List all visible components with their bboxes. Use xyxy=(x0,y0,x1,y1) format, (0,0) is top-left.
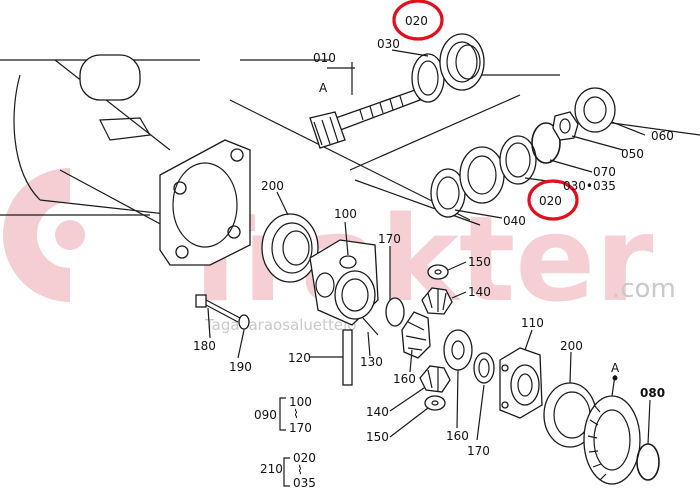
callout-040: 040 xyxy=(503,214,526,228)
callout-210: 210 xyxy=(260,462,283,476)
range-210-from: 020 xyxy=(293,451,316,465)
callout-100: 100 xyxy=(334,207,357,221)
bolt-180 xyxy=(195,294,250,330)
callout-190: 190 xyxy=(229,360,252,374)
range-210-to: 035 xyxy=(293,476,316,490)
diff-case-100 xyxy=(309,239,379,326)
axle-housing xyxy=(0,54,200,241)
washer-170-left xyxy=(385,297,405,327)
callout-140-top: 140 xyxy=(468,285,491,299)
ref-a-top: A xyxy=(319,81,328,95)
callout-170-right: 170 xyxy=(467,444,490,458)
range-090-from: 100 xyxy=(289,395,312,409)
range-090-sep: ⌇ xyxy=(293,407,299,421)
callout-020-mid: 020 xyxy=(539,194,562,208)
callout-200-left: 200 xyxy=(261,179,284,193)
pinion-shaft xyxy=(309,89,421,149)
callout-120: 120 xyxy=(288,351,311,365)
flange-110 xyxy=(499,347,543,419)
callout-090: 090 xyxy=(254,408,277,422)
callout-030-035: 030•035 xyxy=(563,179,616,193)
housing-flange xyxy=(159,139,251,266)
callout-200-right: 200 xyxy=(560,339,583,353)
callout-150-bottom: 150 xyxy=(366,430,389,444)
bearing-200-left xyxy=(261,213,319,283)
pin-130 xyxy=(362,317,379,336)
callout-170-left: 170 xyxy=(378,232,401,246)
washer-170-right xyxy=(473,352,495,384)
callout-180: 180 xyxy=(193,339,216,353)
seal-060 xyxy=(574,87,616,133)
bearing-020-top xyxy=(439,33,485,91)
callout-110: 110 xyxy=(521,316,544,330)
gear-160-left xyxy=(401,311,431,359)
gear-140-bottom xyxy=(419,365,451,393)
highlight-020-top xyxy=(392,0,444,41)
range-090-to: 170 xyxy=(289,421,312,435)
range-210-sep: ⌇ xyxy=(297,463,303,477)
callout-030: 030 xyxy=(377,37,400,51)
nut-050 xyxy=(552,111,579,141)
callout-010: 010 xyxy=(313,51,336,65)
callout-060: 060 xyxy=(651,129,674,143)
watermark-tld: .com xyxy=(612,274,676,304)
washer-150-bottom xyxy=(424,395,446,411)
circlip-070 xyxy=(531,122,561,164)
callout-050: 050 xyxy=(621,147,644,161)
callout-130: 130 xyxy=(360,355,383,369)
callout-070: 070 xyxy=(593,165,616,179)
callout-080: 080 xyxy=(640,386,665,400)
gear-140-top xyxy=(421,287,453,315)
callout-150-top: 150 xyxy=(468,255,491,269)
callout-140-bottom: 140 xyxy=(366,405,389,419)
watermark-brand: Trakter xyxy=(175,190,653,328)
gear-160-right xyxy=(443,329,473,371)
highlight-020-mid xyxy=(527,179,579,221)
callout-020-top: 020 xyxy=(405,14,428,28)
callout-160-right: 160 xyxy=(446,429,469,443)
washer-150-top xyxy=(427,264,449,280)
watermark-logo-icon xyxy=(3,168,85,302)
callout-160-left: 160 xyxy=(393,372,416,386)
ref-a-bottom: A xyxy=(611,361,620,375)
